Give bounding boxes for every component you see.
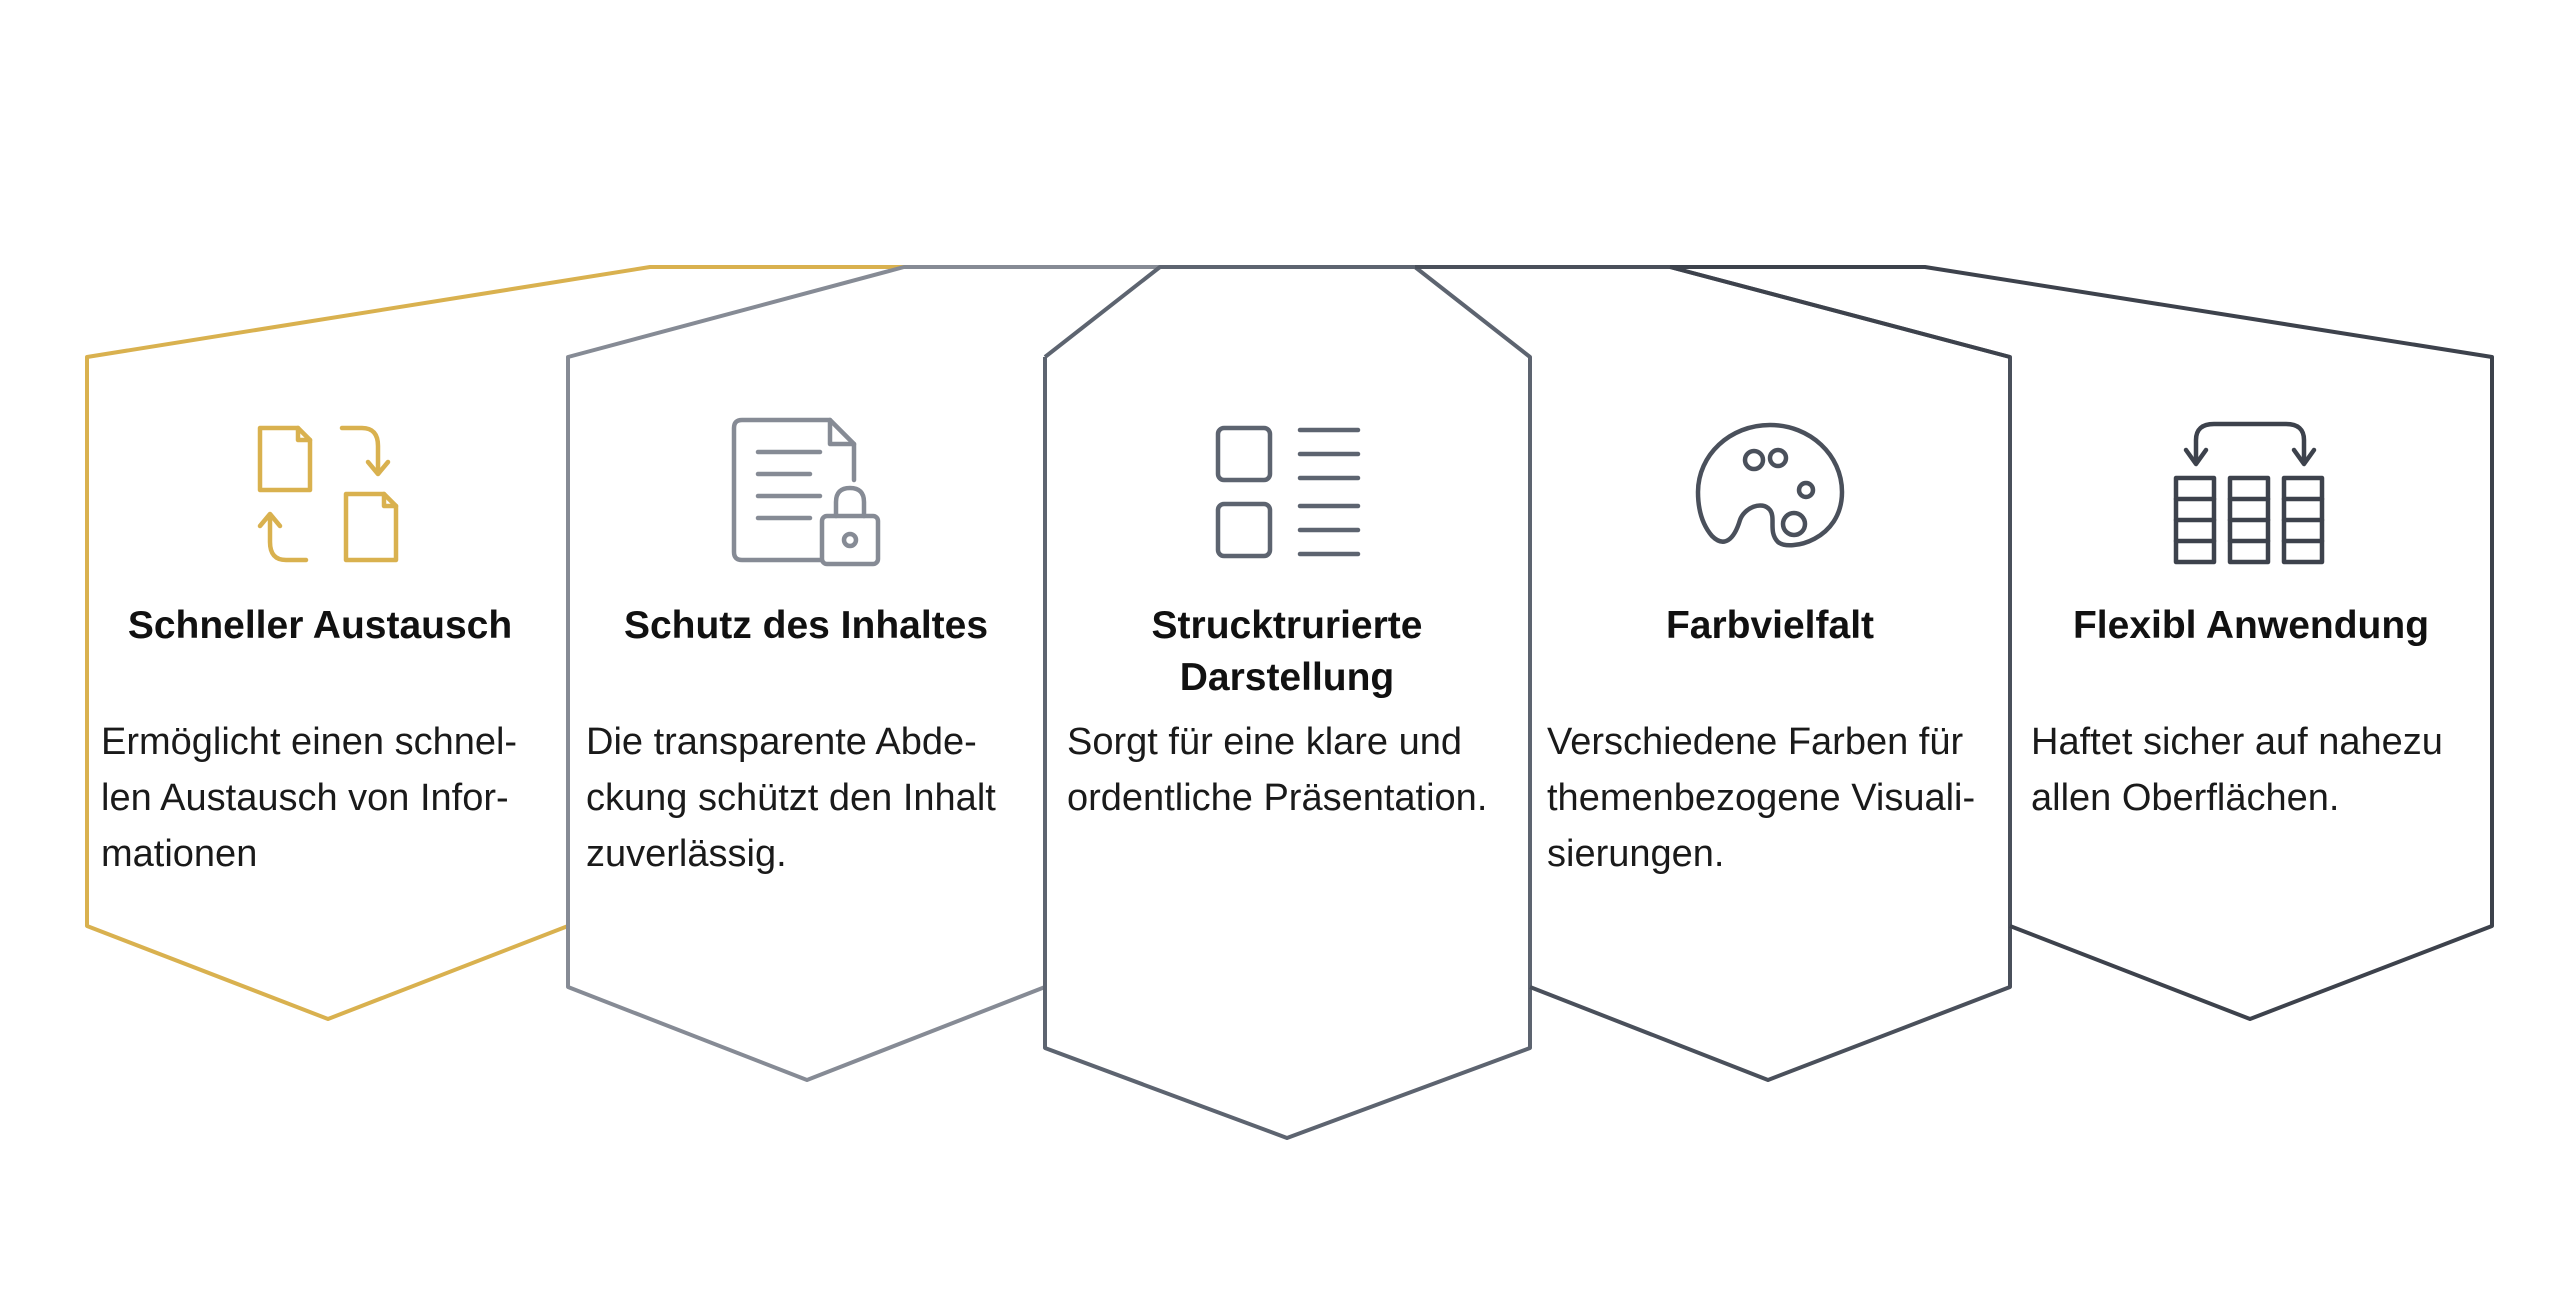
card-3-outline xyxy=(1043,265,1532,1140)
card-title-5: Flexibl Anwendung xyxy=(2072,604,2430,647)
card-title-4: Farbvielfalt xyxy=(1665,604,1875,647)
card-5-outline xyxy=(1670,265,2494,1021)
card-4-outline xyxy=(1415,265,2012,1082)
card-title-2: Schutz des Inhaltes xyxy=(623,604,989,647)
card-1-outline xyxy=(85,265,904,1021)
document-exchange-icon xyxy=(257,425,399,563)
document-lock-icon xyxy=(731,417,881,567)
card-text-3: Sorgt für eine klare und ordentliche Prä… xyxy=(1067,721,1488,819)
checklist-icon xyxy=(1215,425,1361,559)
grid-swap-icon xyxy=(2173,421,2325,565)
card-5-top-inner-edge xyxy=(1669,265,2011,359)
card-2-outline xyxy=(566,265,1160,1082)
card-text-5: Haftet sicher auf nahezu allen Oberfläch… xyxy=(2031,721,2443,819)
card-title-1: Schneller Austausch xyxy=(127,604,513,647)
card-text-2: Die transparente Abde- ckung schützt den… xyxy=(586,721,996,875)
card-text-4: Verschiedene Farben für themenbezogene V… xyxy=(1547,721,1976,875)
card-text-1: Ermöglicht einen schnel- len Austausch v… xyxy=(101,721,518,875)
palette-icon xyxy=(1695,422,1845,548)
card-title-3: Strucktrurierte Darstellung xyxy=(1151,604,1423,699)
